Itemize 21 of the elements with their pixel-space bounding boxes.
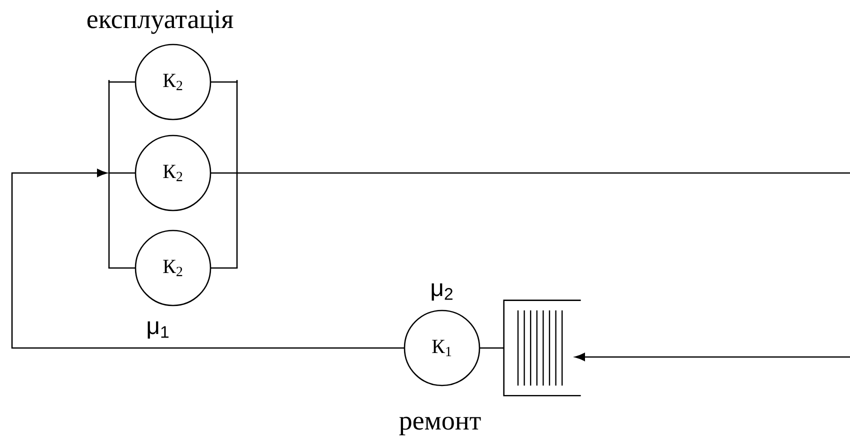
section-title: експлуатація (87, 10, 234, 34)
connector-line (575, 352, 850, 361)
connector-line (210, 172, 238, 174)
connector-line (108, 81, 136, 83)
circle-node: К$_{2}$ (134, 230, 212, 306)
bus-line (108, 79, 110, 269)
bus-line (236, 79, 238, 269)
circle-node: К$_{2}$ (134, 44, 212, 120)
circle-node: К$_{1}$ (404, 310, 480, 386)
connector-line (210, 267, 238, 269)
circle-node: К$_{2}$ (134, 134, 212, 212)
connector-line (236, 172, 850, 174)
rate-label: μ$_{2}$ (432, 283, 452, 301)
section-title: ремонт (399, 416, 481, 436)
queue-drawing (503, 300, 581, 396)
connector-line (11, 168, 404, 349)
edge-label: μ$_{1}$ (145, 320, 171, 340)
connector-line (210, 81, 238, 83)
connector-line (108, 172, 136, 174)
connector-line (480, 347, 504, 349)
connector-line (108, 267, 136, 269)
